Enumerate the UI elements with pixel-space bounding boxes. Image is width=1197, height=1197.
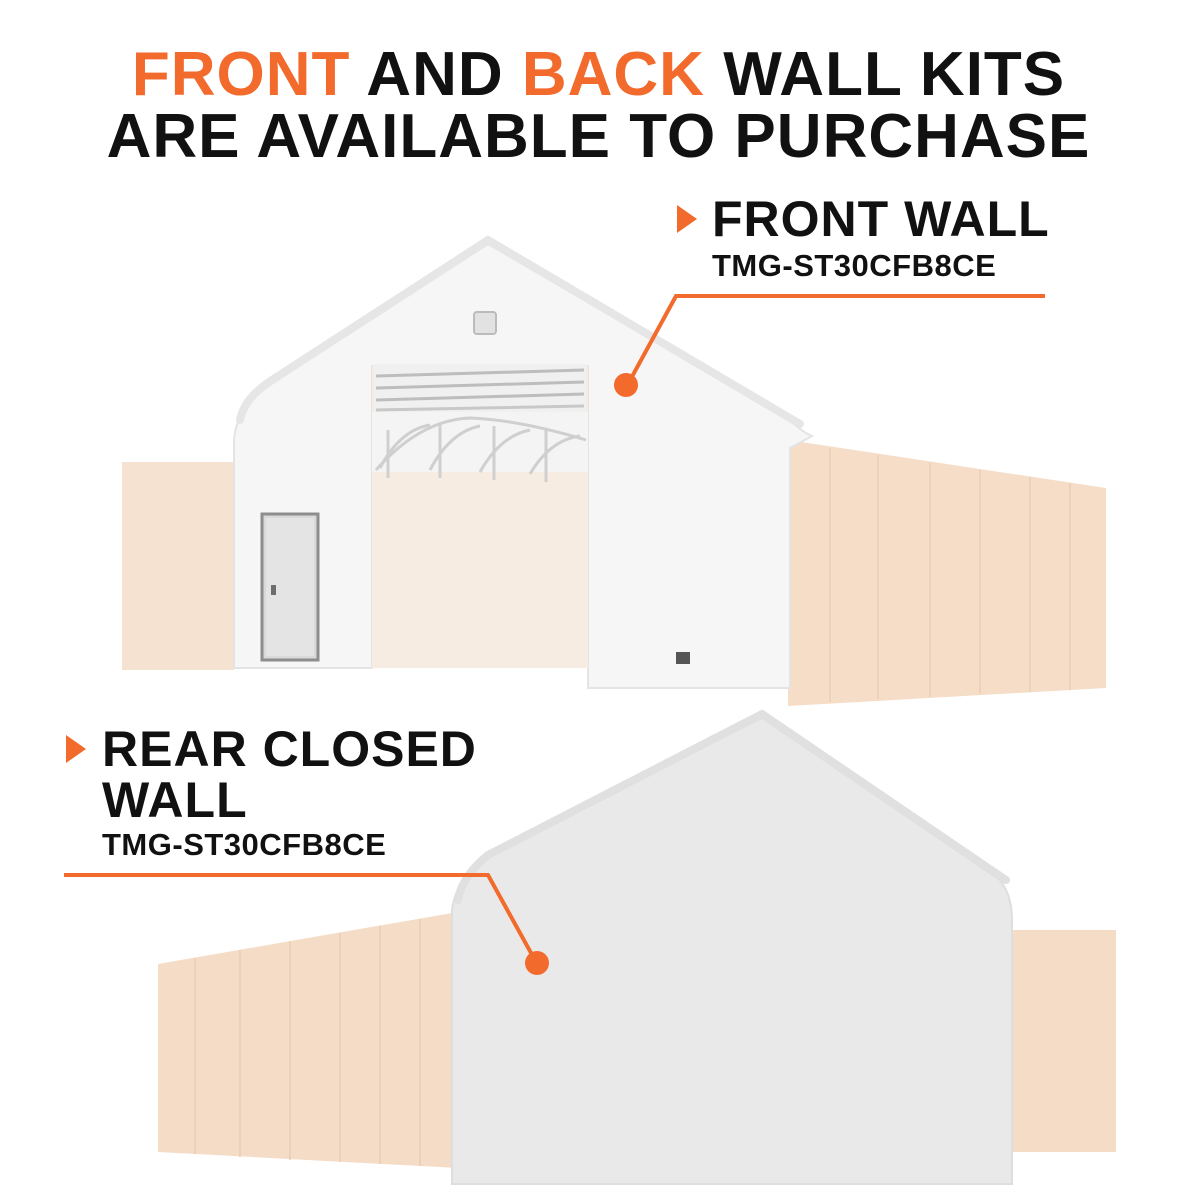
roof-vent (473, 311, 497, 335)
headline-word-front: FRONT (131, 40, 351, 109)
interior-trusses (374, 416, 587, 482)
rear-wall-code: TMG-ST30CFB8CE (102, 827, 387, 862)
headline-line-2: ARE AVAILABLE TO PURCHASE (106, 102, 1091, 171)
rear-left-container (158, 912, 458, 1168)
headline-word-back: BACK (521, 40, 705, 109)
front-callout-arrow-icon (677, 205, 697, 233)
headline-word-wall-kits: WALL KITS (704, 40, 1066, 109)
rear-callout-arrow-icon (66, 735, 86, 763)
rear-wall-title-line-2: WALL (102, 772, 248, 828)
left-container (122, 462, 234, 670)
roll-up-door (374, 364, 586, 412)
front-scene (122, 235, 1106, 706)
front-wall-code: TMG-ST30CFB8CE (712, 248, 997, 283)
anchor-box (676, 652, 690, 664)
headline-line-1: FRONT AND BACK WALL KITS (0, 44, 1197, 106)
rear-wall-title-line-1: REAR CLOSED (102, 721, 477, 777)
rear-closed-wall (451, 716, 1013, 1185)
right-container (788, 440, 1106, 706)
headline-word-and: AND (350, 40, 522, 109)
front-callout-leader (614, 294, 1045, 397)
front-wall-title: FRONT WALL (712, 191, 1050, 247)
rear-callout-leader (64, 873, 549, 975)
rear-right-container (1006, 930, 1116, 1152)
walk-in-door (260, 512, 320, 662)
rear-scene (158, 709, 1116, 1185)
